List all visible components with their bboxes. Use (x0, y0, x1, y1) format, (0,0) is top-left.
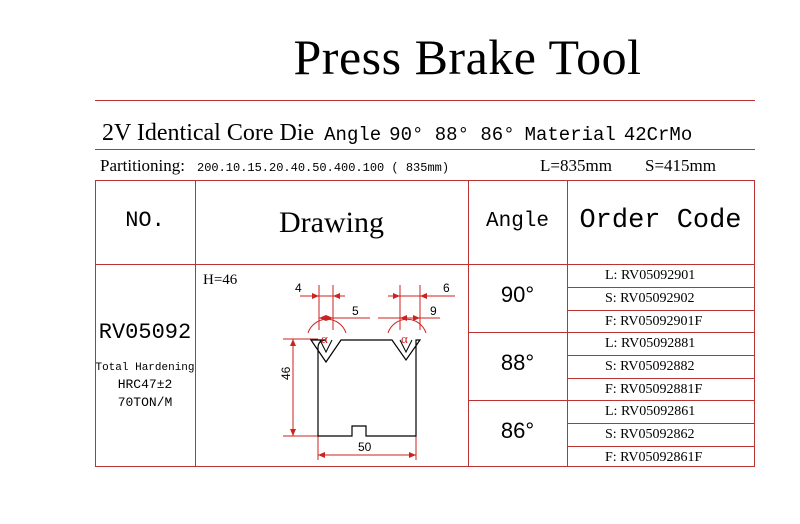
partitioning-value: 200.10.15.20.40.50.400.100 ( 835mm) (197, 161, 450, 175)
subtitle: 2V Identical Core Die Angle 90° 88° 86° … (102, 120, 692, 147)
angle-values: 90° 88° 86° (389, 124, 515, 146)
dim-height: 46 (279, 366, 293, 380)
die-drawing (283, 285, 455, 460)
dim-width: 50 (358, 440, 372, 454)
table-top-border (95, 180, 755, 181)
header-angle: Angle (485, 210, 549, 233)
note-hardening: Total Hardening (95, 362, 195, 374)
die-outline (309, 339, 422, 437)
alpha-left: α (321, 331, 328, 346)
table-left-border (95, 180, 96, 466)
page-title: Press Brake Tool (293, 29, 642, 85)
code-divider (567, 378, 754, 379)
dim-9: 9 (430, 304, 437, 318)
angle-88: 88° (500, 350, 535, 375)
header-no: NO. (125, 208, 165, 233)
order-code-86-F: F: RV05092861F (605, 450, 703, 465)
length-L: L=835mm (540, 156, 612, 175)
order-code-88-L: L: RV05092881 (605, 336, 696, 351)
partitioning-label: Partitioning: (100, 156, 185, 175)
model-number: RV05092 (98, 320, 192, 345)
order-code-86-S: S: RV05092862 (605, 427, 695, 442)
angle-label: Angle (324, 124, 382, 146)
header-order-code: Order Code (579, 206, 742, 236)
height-label: H=46 (203, 272, 238, 288)
row-divider-2 (468, 400, 754, 401)
dim-5: 5 (352, 304, 359, 318)
partitioning: Partitioning: 200.10.15.20.40.50.400.100… (100, 156, 449, 176)
order-code-90-F: F: RV05092901F (605, 314, 703, 329)
dim-4: 4 (295, 281, 302, 295)
dim-6: 6 (443, 281, 450, 295)
col-divider-3 (567, 180, 568, 466)
note-ton: 70TON/M (117, 395, 173, 410)
header-bottom-border (95, 264, 755, 265)
table-right-border (754, 180, 755, 466)
title-rule (95, 100, 755, 101)
dimension-lines (283, 285, 455, 460)
code-divider (567, 423, 754, 424)
code-divider (567, 310, 754, 311)
subtitle-rule (95, 149, 755, 150)
order-code-90-L: L: RV05092901 (605, 268, 696, 283)
row-divider-1 (468, 332, 754, 333)
col-divider-2 (468, 180, 469, 466)
col-divider-1 (195, 180, 196, 466)
product-name: 2V Identical Core Die (102, 120, 315, 146)
order-code-88-S: S: RV05092882 (605, 359, 695, 374)
code-divider (567, 287, 754, 288)
angle-90: 90° (500, 282, 535, 307)
material-value: 42CrMo (623, 124, 693, 146)
note-hrc: HRC47±2 (117, 377, 173, 392)
order-code-86-L: L: RV05092861 (605, 404, 696, 419)
material-label: Material (524, 124, 616, 146)
header-drawing: Drawing (279, 206, 384, 239)
angle-86: 86° (500, 418, 535, 443)
order-code-90-S: S: RV05092902 (605, 291, 695, 306)
order-code-88-F: F: RV05092881F (605, 382, 703, 397)
alpha-right: α (401, 331, 408, 346)
dimension-arrows (290, 293, 427, 458)
table-bottom-border (95, 466, 755, 467)
code-divider (567, 355, 754, 356)
code-divider (567, 446, 754, 447)
length-S: S=415mm (645, 156, 716, 175)
